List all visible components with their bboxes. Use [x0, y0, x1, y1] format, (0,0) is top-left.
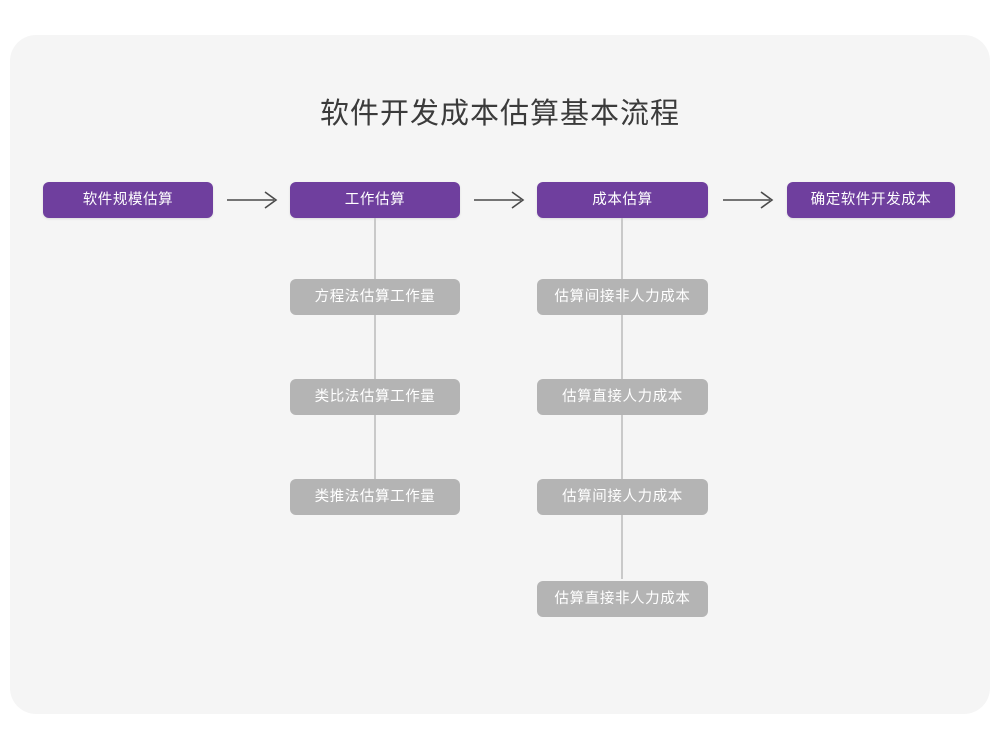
substep-node-direct-labor-cost[interactable]: 估算直接人力成本 — [537, 379, 708, 415]
connector-line — [621, 315, 623, 379]
connector-line — [374, 415, 376, 479]
connector-line — [374, 218, 376, 279]
connector-line — [621, 515, 623, 579]
page-title: 软件开发成本估算基本流程 — [319, 98, 680, 130]
substep-node-inference-method-effort[interactable]: 类推法估算工作量 — [290, 479, 460, 515]
substep-node-analogy-method-effort[interactable]: 类比法估算工作量 — [290, 379, 460, 415]
substep-node-indirect-labor-cost[interactable]: 估算间接人力成本 — [537, 479, 708, 515]
substep-node-equation-method-effort[interactable]: 方程法估算工作量 — [290, 279, 460, 315]
arrow-right-icon-2 — [473, 188, 529, 212]
stage-node-cost-estimation[interactable]: 成本估算 — [537, 182, 708, 218]
connector-line — [621, 218, 623, 279]
connector-line — [374, 315, 376, 379]
connector-line — [621, 415, 623, 479]
stage-node-software-scale-estimation[interactable]: 软件规模估算 — [43, 182, 213, 218]
arrow-right-icon-3 — [722, 188, 778, 212]
stage-node-effort-estimation[interactable]: 工作估算 — [290, 182, 460, 218]
diagram-card — [10, 35, 990, 714]
substep-node-indirect-nonlabor-cost[interactable]: 估算间接非人力成本 — [537, 279, 708, 315]
arrow-right-icon-1 — [226, 188, 282, 212]
stage-node-determine-development-cost[interactable]: 确定软件开发成本 — [787, 182, 955, 218]
substep-node-direct-nonlabor-cost[interactable]: 估算直接非人力成本 — [537, 581, 708, 617]
